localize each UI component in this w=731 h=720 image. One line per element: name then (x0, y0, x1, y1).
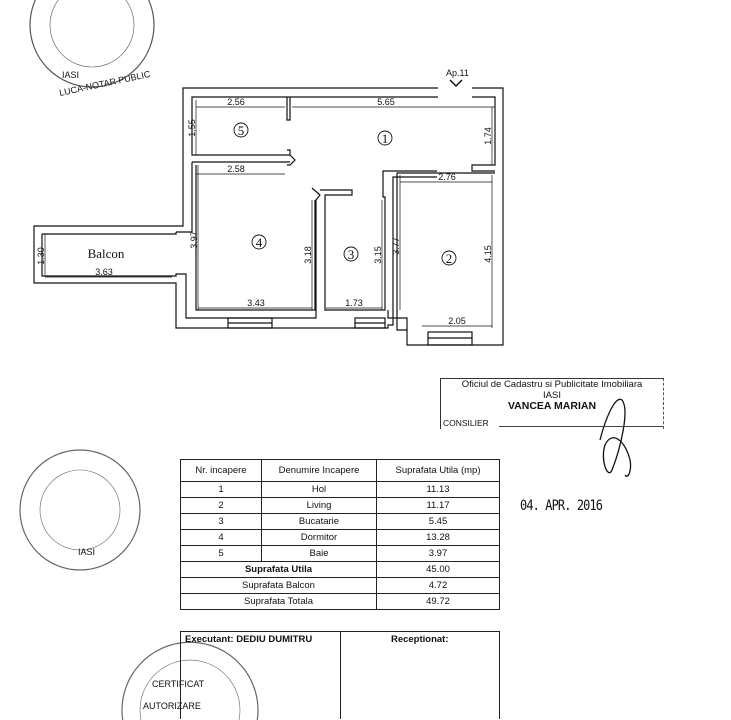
signature (599, 398, 632, 477)
dimension-label: 4.15 (483, 245, 493, 263)
cell-area: 13.28 (376, 529, 500, 546)
cell-nr: 1 (180, 481, 262, 498)
ocpi-stamp: Oficiul de Cadastru si Publicitate Imobi… (440, 378, 664, 429)
cell-area: 3.97 (376, 545, 500, 562)
room-marker-3 (343, 246, 359, 262)
dimension-label: 2.56 (227, 97, 245, 107)
table-header: Nr. incapere Denumire Incapere Suprafata… (180, 459, 500, 482)
dimension-label: 3.97 (189, 231, 199, 249)
windows (227, 317, 473, 346)
total-value: 4.72 (376, 577, 500, 594)
cell-nr: 3 (180, 513, 262, 530)
room-number-3: 3 (348, 247, 355, 262)
dimension-label: 2.05 (448, 316, 466, 326)
ocpi-name: VANCEA MARIAN (507, 400, 597, 412)
header-nr: Nr. incapere (180, 459, 262, 482)
entrance-arrow-icon (449, 79, 463, 88)
total-label: Suprafata Balcon (180, 577, 377, 594)
authorization-stamp: CERTIFICAT AUTORIZARE (121, 641, 259, 720)
notary-stamp-middle: IASI (19, 449, 141, 571)
ocpi-role: CONSILIER (443, 418, 489, 428)
dimension-label: 2.76 (438, 172, 456, 182)
balcony-label: Balcon (88, 246, 125, 261)
dimension-label: 3.63 (95, 267, 113, 277)
dimension-label: 3.18 (303, 246, 313, 264)
cell-name: Bucatarie (261, 513, 377, 530)
room-marker-5 (233, 122, 249, 138)
apartment-label: Ap.11 (446, 68, 469, 78)
cell-nr: 4 (180, 529, 262, 546)
dimension-label: 3.43 (247, 298, 265, 308)
total-label: Suprafata Totala (180, 593, 377, 610)
svg-text:AUTORIZARE: AUTORIZARE (143, 701, 201, 711)
dimension-label: 3.77 (391, 237, 401, 255)
receptionat-label: Receptionat: (390, 634, 449, 645)
signature-line (499, 426, 663, 427)
dimension-label: 5.65 (377, 97, 395, 107)
dimension-label: 1.30 (36, 247, 46, 265)
svg-text:IASI: IASI (62, 70, 79, 80)
room-marker-2 (441, 250, 457, 266)
dimension-label: 2.58 (227, 164, 245, 174)
cell-area: 5.45 (376, 513, 500, 530)
executant-label: Executant: DEDIU DUMITRU (181, 632, 341, 719)
cell-name: Hol (261, 481, 377, 498)
date-stamp: 04. APR. 2016 (520, 498, 603, 514)
header-name: Denumire Incapere (261, 459, 377, 482)
svg-text:IASI: IASI (78, 547, 95, 557)
signature-box: Executant: DEDIU DUMITRU Receptionat: (180, 631, 500, 719)
total-label: Suprafata Utila (180, 561, 377, 578)
svg-text:CERTIFICAT: CERTIFICAT (152, 679, 205, 689)
areas-table: Nr. incapere Denumire Incapere Suprafata… (180, 459, 500, 610)
room-number-2: 2 (446, 251, 453, 266)
ocpi-office: Oficiul de Cadastru si Publicitate Imobi… (461, 379, 643, 390)
room-number-5: 5 (238, 123, 245, 138)
cell-area: 11.17 (376, 497, 500, 514)
cell-nr: 5 (180, 545, 262, 562)
dimension-label: 1.74 (483, 127, 493, 145)
cell-name: Baie (261, 545, 377, 562)
ocpi-city: IASI (543, 390, 561, 401)
cell-nr: 2 (180, 497, 262, 514)
dimension-lines (44, 100, 495, 328)
walls (33, 87, 504, 346)
dimension-label: 3.15 (373, 246, 383, 264)
cell-name: Dormitor (261, 529, 377, 546)
cell-area: 11.13 (376, 481, 500, 498)
dimension-label: 1.55 (187, 119, 197, 137)
room-number-4: 4 (256, 235, 263, 250)
dimension-label: 1.73 (345, 298, 363, 308)
room-marker-1 (377, 130, 393, 146)
total-value: 45.00 (376, 561, 500, 578)
total-value: 49.72 (376, 593, 500, 610)
room-number-1: 1 (382, 131, 389, 146)
room-marker-4 (251, 234, 267, 250)
notary-stamp-top: IASI LUCA-NOTAR PUBLIC (29, 0, 155, 98)
cell-name: Living (261, 497, 377, 514)
header-area: Suprafata Utila (mp) (376, 459, 500, 482)
